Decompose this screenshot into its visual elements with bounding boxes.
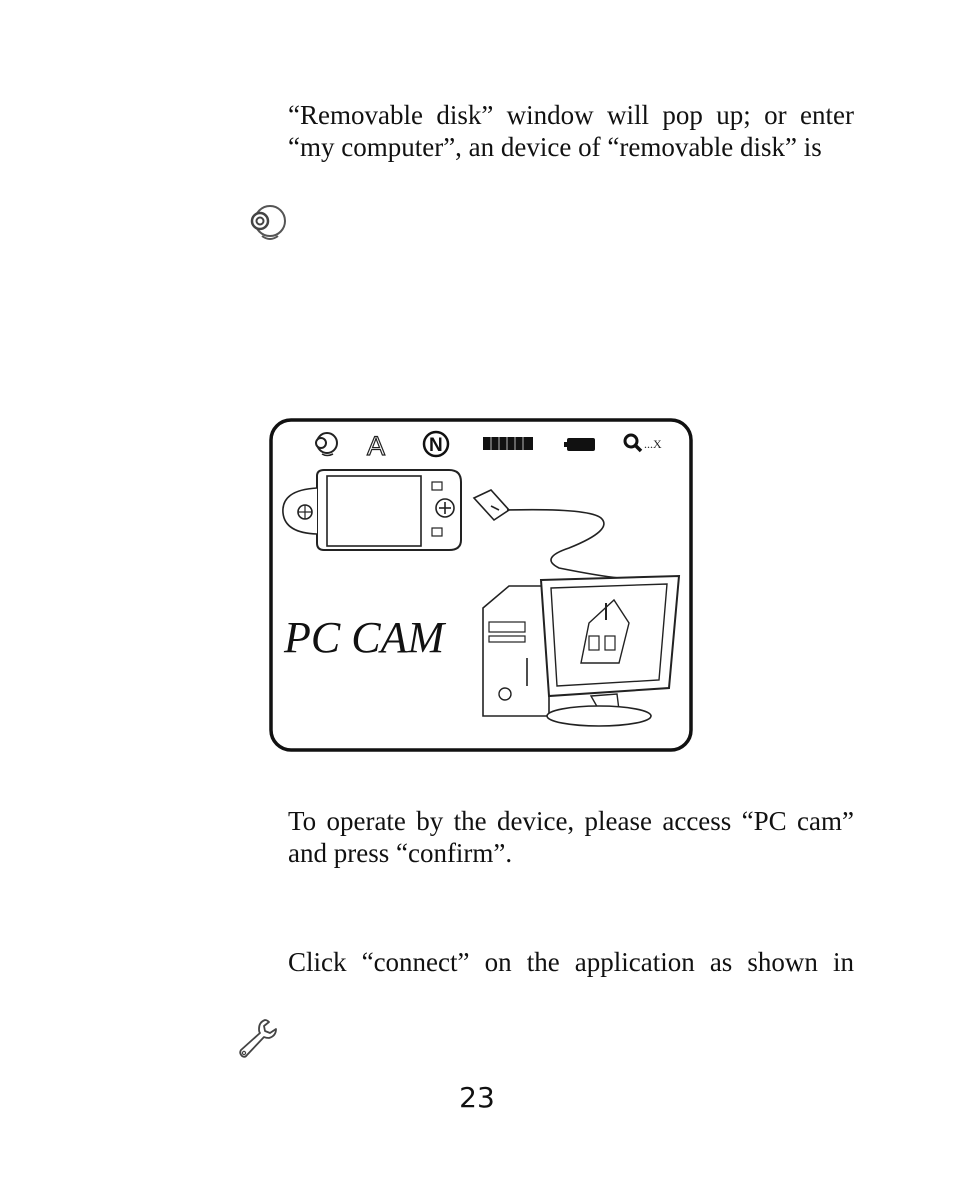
status-webcam-icon: [315, 432, 338, 457]
webcam-icon: [250, 205, 286, 240]
paragraph-removable-disk: “Removable disk” window will pop up; or …: [288, 99, 854, 163]
device-drawing: [282, 469, 462, 551]
text-line: and press “confirm”.: [288, 838, 513, 868]
zoom-icon: [623, 433, 643, 453]
page-number: 23: [459, 1081, 495, 1114]
text-line: Click “connect” on the application as sh…: [288, 947, 854, 977]
paragraph-operate-device: To operate by the device, please access …: [288, 805, 854, 869]
status-letter-a: A: [367, 431, 385, 461]
text-line: To operate by the device, please access …: [288, 806, 854, 836]
status-n-circle: [422, 430, 450, 458]
pc-cam-label: PC CAM: [284, 613, 445, 662]
signal-bar-icon: [483, 437, 533, 450]
battery-icon: [564, 438, 595, 451]
paragraph-click-connect: Click “connect” on the application as sh…: [288, 946, 854, 978]
status-letter-n: N: [429, 435, 443, 456]
zoom-suffix: ...X: [644, 437, 662, 451]
pc-cam-figure: A N: [269, 418, 693, 752]
text-line: “my computer”, an device of “removable d…: [288, 132, 822, 162]
computer-tower-icon: [482, 585, 550, 717]
monitor-icon: [539, 574, 681, 727]
wrench-icon: [239, 1019, 277, 1058]
text-line: “Removable disk” window will pop up; or …: [288, 100, 854, 130]
